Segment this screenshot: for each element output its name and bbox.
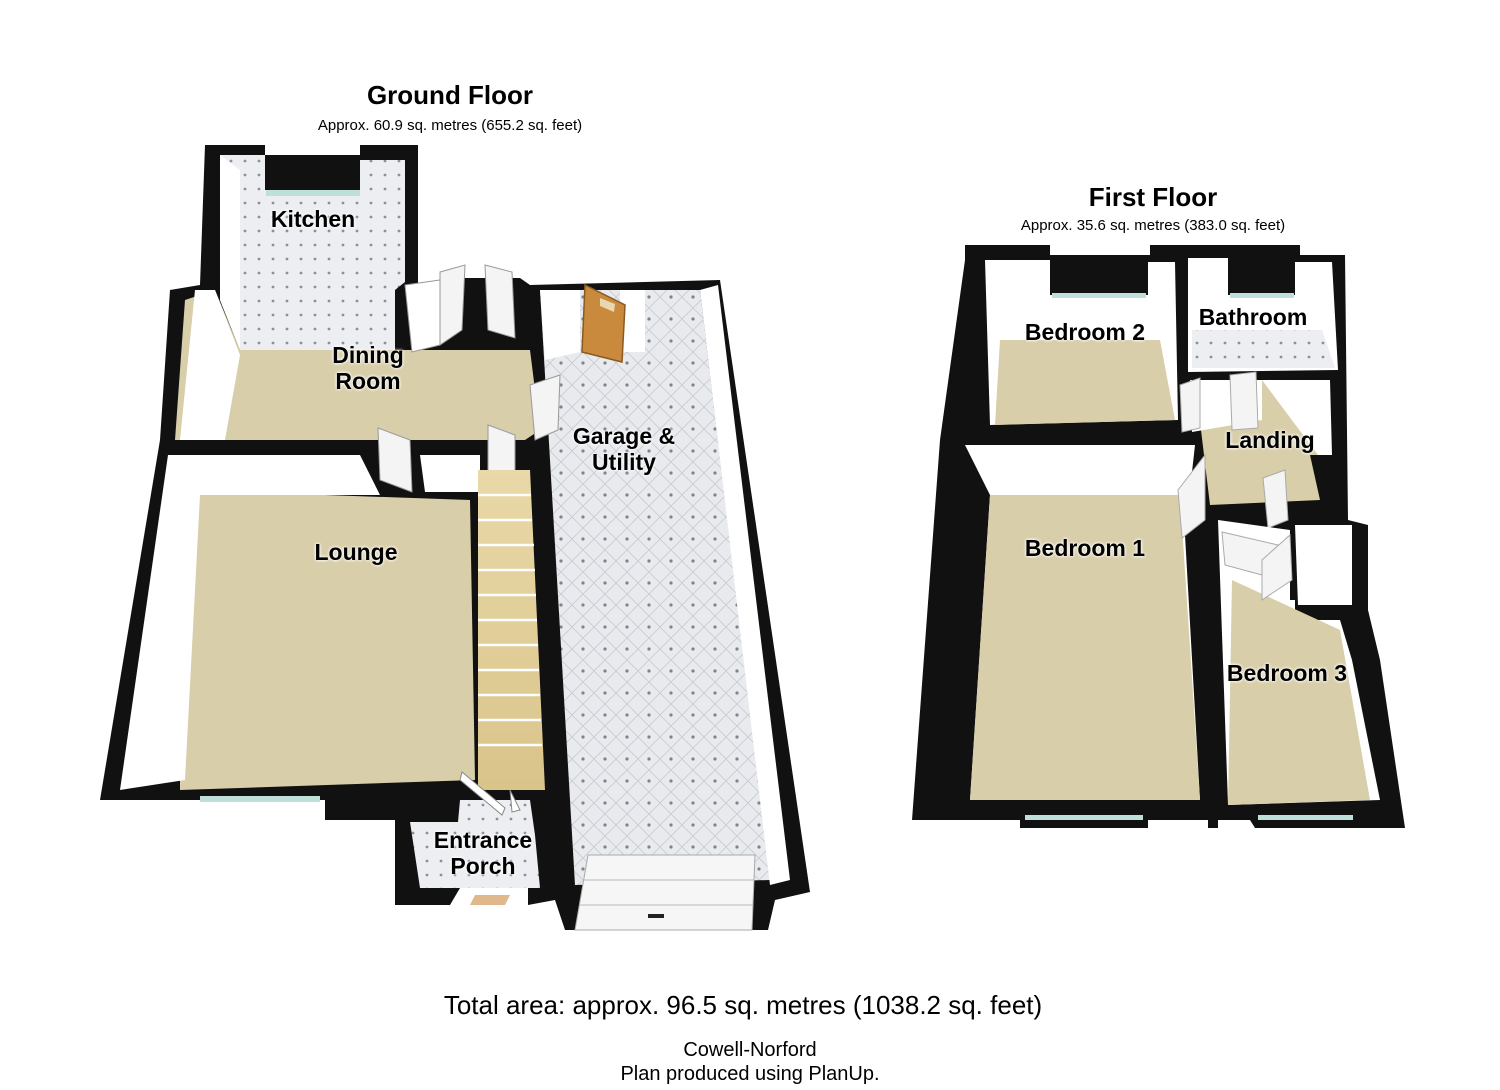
bedroom3-window [1258, 815, 1353, 820]
bedroom2-window [1052, 293, 1146, 298]
dining-label-line1: Dining [332, 342, 404, 368]
bedroom2-label: Bedroom 2 [1024, 319, 1146, 345]
garage-internal-door [529, 374, 561, 441]
entrance-porch-floor [410, 800, 540, 888]
dining-wall-face [180, 290, 240, 440]
bedroom3-floor [1228, 580, 1370, 805]
first-floor-title: First Floor [1088, 182, 1218, 212]
garage-wall-face-back [540, 290, 580, 360]
kitchen-wall-face [220, 155, 240, 350]
lounge-label: Lounge [314, 539, 398, 565]
porch-label-line1: Entrance [433, 827, 533, 853]
bathroom-window [1230, 293, 1294, 298]
entrance-porch-label: Entrance Porch [434, 827, 532, 879]
total-area: Total area: approx. 96.5 sq. metres (103… [443, 990, 1043, 1020]
garage-wall-face-right [700, 285, 790, 885]
dining-room-floor [175, 290, 540, 440]
bathroom-floor [1192, 330, 1335, 368]
porch-door [459, 771, 506, 816]
ground-floor-area: Approx. 60.9 sq. metres (655.2 sq. feet) [317, 117, 583, 134]
landing-door-bedroom2 [1179, 377, 1201, 433]
bedroom1-floor [970, 495, 1200, 800]
landing-door-bathroom [1229, 371, 1259, 431]
credit-software: Plan produced using PlanUp. [620, 1063, 880, 1085]
bedroom3-door [1261, 533, 1293, 601]
bedroom1-door [1177, 453, 1206, 539]
ground-floor-stairs [478, 470, 545, 790]
kitchen-floor [220, 155, 405, 350]
dining-label-line2: Room [335, 368, 401, 394]
lounge-door-left [377, 427, 413, 493]
landing-label: Landing [1225, 427, 1315, 453]
front-door-step [470, 895, 510, 905]
bedroom1-window [1025, 815, 1143, 820]
garage-label-line2: Utility [592, 449, 656, 475]
bedroom3-cupboard [1295, 525, 1352, 605]
garage-floor [540, 290, 770, 885]
first-floor-plan [912, 245, 1405, 828]
credit: Cowell-Norford Plan produced using PlanU… [620, 1038, 879, 1086]
garage-utility-label: Garage & Utility [573, 423, 675, 475]
bedroom2-floor [995, 340, 1175, 425]
lounge-wall-face [120, 455, 380, 790]
garage-door [574, 854, 756, 931]
bathroom-label: Bathroom [1198, 304, 1308, 330]
porch-label-line2: Porch [450, 853, 516, 879]
credit-agent: Cowell-Norford [683, 1039, 817, 1061]
lounge-window [200, 796, 320, 802]
dining-door-right [484, 264, 516, 339]
landing-bannister [1262, 469, 1289, 529]
dining-room-label: Dining Room [332, 342, 404, 394]
garage-label-line1: Garage & [572, 423, 676, 449]
bedroom1-label: Bedroom 1 [1024, 535, 1146, 561]
dining-door-left [439, 264, 466, 346]
ground-floor-title: Ground Floor [366, 80, 534, 110]
kitchen-label: Kitchen [270, 206, 356, 232]
kitchen-window [266, 190, 360, 196]
bedroom3-label: Bedroom 3 [1226, 660, 1348, 686]
ground-floor-plan [100, 145, 810, 931]
first-floor-area: Approx. 35.6 sq. metres (383.0 sq. feet) [1020, 217, 1286, 234]
lounge-floor [180, 490, 475, 790]
